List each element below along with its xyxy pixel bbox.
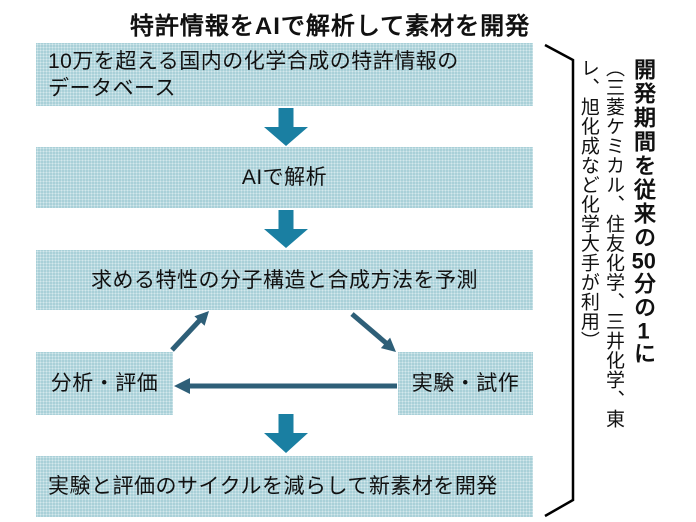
headline-segment: 開発期間を従来の (631, 58, 656, 250)
sidebar-headline: 開発期間を従来の50分の1に (629, 58, 658, 460)
down-arrow-icon (264, 414, 308, 453)
experiment-prototype-text: 実験・試作 (411, 372, 520, 395)
flow-box-patent-database: 10万を超える国内の化学合成の特許情報の データベース (36, 43, 533, 106)
cycle-arrow-up-right (170, 318, 202, 352)
flow-box-prediction: 求める特性の分子構造と合成方法を予測 (36, 250, 533, 310)
headline-number-1: 1 (637, 320, 650, 342)
cycle-arrowhead-left-icon (174, 378, 190, 394)
flow-box-ai-analysis: AIで解析 (36, 147, 533, 208)
prediction-text: 求める特性の分子構造と合成方法を予測 (91, 268, 478, 292)
down-arrow-icon (264, 210, 308, 248)
headline-segment: に (631, 342, 656, 366)
down-arrow-icon (264, 108, 308, 146)
new-material-text: 実験と評価のサイクルを減らして新素材を開発 (48, 475, 498, 498)
analysis-evaluation-text: 分析・評価 (50, 372, 159, 395)
headline-number-50: 50 (631, 250, 656, 272)
sidebar-company-note: （三菱ケミカル、住友化学、三井化学、東レ、旭化成など化学大手が利用） (577, 58, 624, 429)
ai-analysis-text: AIで解析 (241, 166, 328, 189)
page-title: 特許情報をAIで解析して素材を開発 (129, 13, 531, 40)
cycle-arrowhead-down-right-icon (380, 337, 396, 352)
flow-box-new-material: 実験と評価のサイクルを減らして新素材を開発 (36, 456, 533, 517)
flow-box-analysis-evaluation: 分析・評価 (36, 352, 173, 415)
sidebar-vertical-annotation: 開発期間を従来の50分の1に （三菱ケミカル、住友化学、三井化学、東レ、旭化成な… (558, 58, 658, 460)
cycle-arrowhead-up-right-icon (194, 311, 209, 326)
cycle-arrow-down-right (350, 312, 388, 345)
database-text-line2: データベース (48, 77, 176, 100)
database-text-line1: 10万を超える国内の化学合成の特許情報の (48, 50, 459, 73)
headline-segment: 分の (631, 272, 656, 320)
flow-box-experiment-prototype: 実験・試作 (398, 352, 533, 415)
flow-box-patent-database-text: 10万を超える国内の化学合成の特許情報の データベース (48, 48, 459, 102)
